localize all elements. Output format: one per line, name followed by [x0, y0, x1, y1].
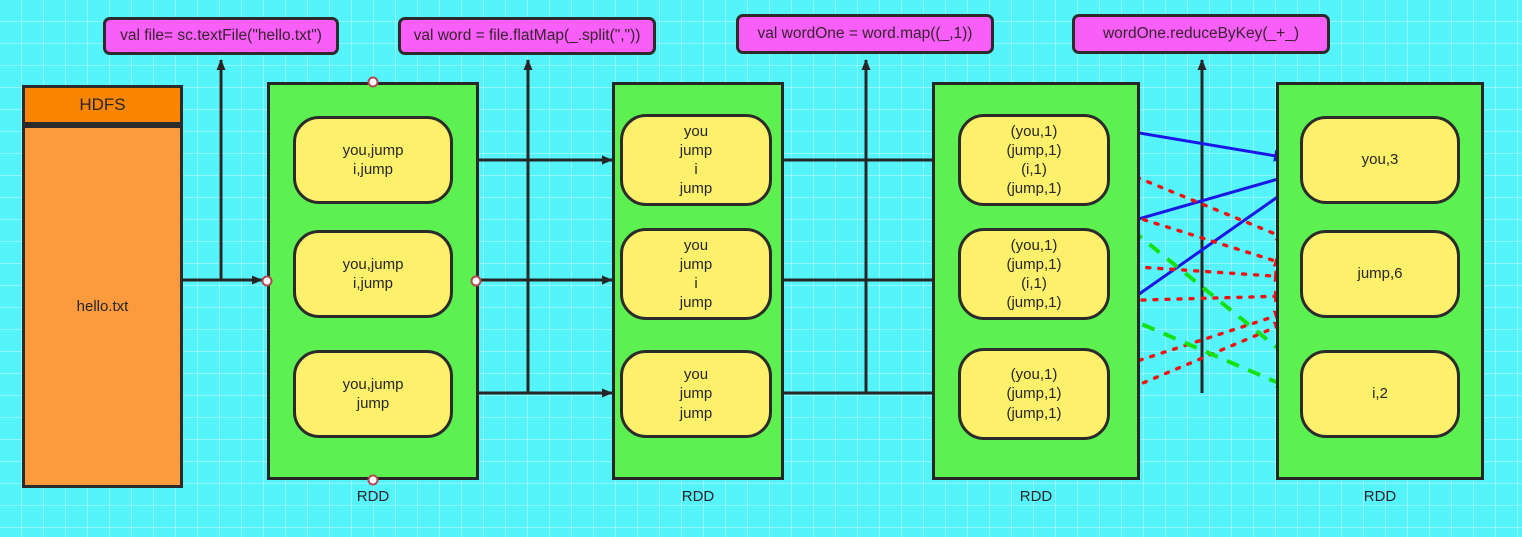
partition-text: jump,6: [1357, 265, 1403, 283]
partition-text: i,2: [1372, 385, 1388, 403]
rdd-4-caption: RDD: [1363, 488, 1397, 505]
rdd-1-handle-left[interactable]: [261, 275, 273, 287]
code-label-textfile[interactable]: val file= sc.textFile("hello.txt"): [103, 17, 339, 55]
hdfs-file-block: hello.txt: [22, 125, 183, 488]
rdd-1-caption: RDD: [356, 488, 390, 505]
rdd-1-handle-top[interactable]: [367, 76, 379, 88]
partition-text: (you,1)(jump,1)(i,1)(jump,1): [1006, 236, 1062, 312]
rdd-4-partition-3[interactable]: i,2: [1300, 350, 1460, 438]
hdfs-header: HDFS: [22, 85, 183, 125]
rdd-3-partition-2[interactable]: (you,1)(jump,1)(i,1)(jump,1): [958, 228, 1110, 320]
rdd-2-caption: RDD: [681, 488, 715, 505]
rdd-3-caption: RDD: [1019, 488, 1053, 505]
rdd-3-partition-1[interactable]: (you,1)(jump,1)(i,1)(jump,1): [958, 114, 1110, 206]
rdd-4-partition-2[interactable]: jump,6: [1300, 230, 1460, 318]
code-label-reducebykey[interactable]: wordOne.reduceByKey(_+_): [1072, 14, 1330, 54]
rdd-4-partition-1[interactable]: you,3: [1300, 116, 1460, 204]
connector-rdd2-to-rdd3: [782, 155, 951, 398]
code-label-map[interactable]: val wordOne = word.map((_,1)): [736, 14, 994, 54]
rdd-3-partition-3[interactable]: (you,1)(jump,1)(jump,1): [958, 348, 1110, 440]
partition-text: (you,1)(jump,1)(i,1)(jump,1): [1006, 122, 1062, 198]
partition-text: you,3: [1361, 151, 1399, 169]
partition-text: (you,1)(jump,1)(jump,1): [1006, 366, 1062, 422]
rdd-1-handle-bottom[interactable]: [367, 474, 379, 486]
code-label-flatmap[interactable]: val word = file.flatMap(_.split(",")): [398, 17, 656, 55]
rdd-1-handle-right[interactable]: [470, 275, 482, 287]
